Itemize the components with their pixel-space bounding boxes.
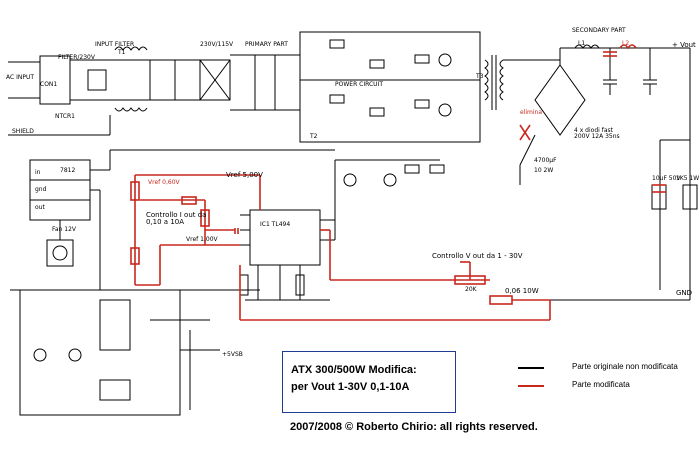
legend-swatch-original — [518, 367, 544, 369]
label-reg-out: out — [35, 204, 45, 211]
label-input-filter: INPUT FILTER — [95, 41, 135, 48]
legend-label-original: Parte originale non modificata — [572, 362, 678, 371]
label-shield: SHIELD — [12, 128, 34, 135]
label-cap-10uf: 10uF 50V — [652, 175, 681, 182]
label-vref-100: Vref 1,00V — [186, 236, 218, 243]
label-cap-4700: 4700μF — [534, 157, 557, 164]
label-5vsb: +5VSB — [222, 351, 243, 358]
legend-swatch-modified — [518, 385, 544, 387]
label-l2: L2 — [622, 40, 630, 47]
label-res-1k5: 1K5 1W — [676, 175, 700, 182]
label-t1: T1 — [118, 49, 126, 56]
label-controllo-v: Controllo V out da 1 - 30V — [432, 252, 523, 260]
title-line-1: ATX 300/500W Modifica: — [291, 364, 417, 376]
legend-row-original: Parte originale non modificata — [518, 362, 698, 374]
label-res-10-2w: 10 2W — [534, 167, 554, 174]
label-secondary-part: SECONDARY PART — [572, 27, 626, 34]
label-ntcr1: NTCR1 — [55, 113, 75, 120]
label-controllo-i: Controllo I out da 0,10 a 10A — [146, 211, 207, 226]
label-reg-in: in — [35, 169, 41, 176]
label-ac-input: AC INPUT — [6, 74, 35, 81]
label-diodes-note: 4 x diodi fast 200V 12A 35ns — [574, 127, 620, 140]
label-voltage-select: 230V/115V — [200, 41, 234, 48]
label-l1: L1 — [578, 40, 586, 47]
label-shunt: 0,06 10W — [505, 287, 539, 295]
label-power-circuit: POWER CIRCUIT — [335, 81, 383, 88]
label-t3: T3 — [476, 73, 484, 80]
label-filter: FILTER/230V — [58, 54, 95, 61]
label-pot-20k: 20K — [465, 286, 477, 293]
title-line-2: per Vout 1-30V 0,1-10A — [291, 381, 410, 393]
legend-label-modified: Parte modificata — [572, 380, 630, 389]
label-reg-gnd: gnd — [35, 186, 47, 193]
title-box: ATX 300/500W Modifica: per Vout 1-30V 0,… — [282, 351, 456, 413]
label-primary-part: PRIMARY PART — [245, 41, 288, 48]
label-plus-vout: + Vout — [672, 41, 696, 49]
label-ic1: IC1 TL494 — [260, 221, 291, 228]
label-elimina: elimina — [520, 109, 543, 116]
label-con1: CON1 — [40, 81, 58, 88]
legend-row-modified: Parte modificata — [518, 380, 698, 392]
label-gnd: GND — [676, 289, 693, 297]
label-t2: T2 — [310, 133, 318, 140]
label-vref-5: Vref 5,00V — [226, 171, 263, 179]
label-vref-060: Vref 0,60V — [148, 179, 180, 186]
label-7812: 7812 — [60, 167, 76, 174]
label-fan: Fan 12V — [52, 226, 77, 233]
copyright-text: 2007/2008 © Roberto Chirio: all rights r… — [290, 421, 538, 433]
